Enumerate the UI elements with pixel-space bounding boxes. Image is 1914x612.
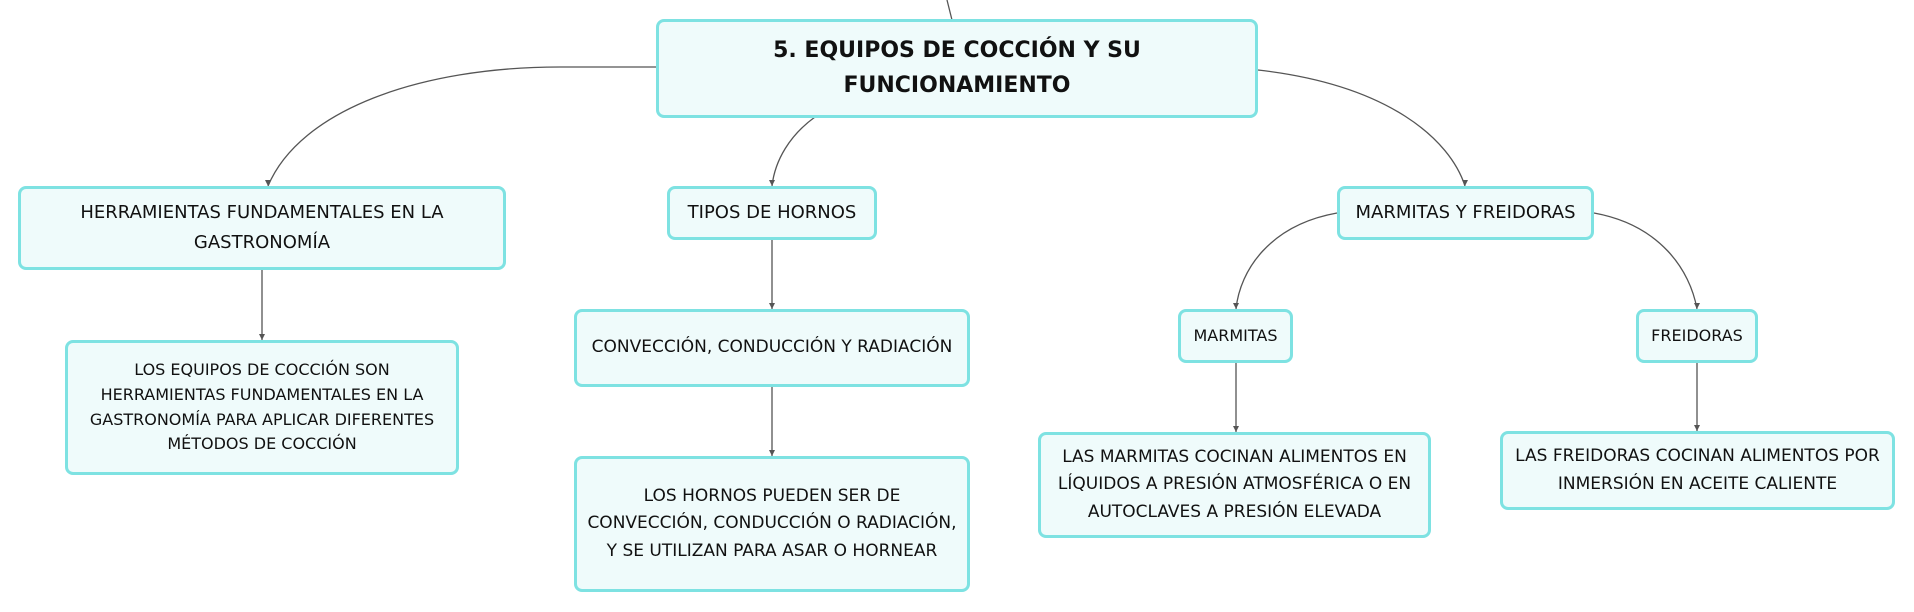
subtopic-marmitas-label: MARMITAS [1193, 325, 1278, 345]
subtopic-conveccion[interactable]: CONVECCIÓN, CONDUCCIÓN Y RADIACIÓN [574, 309, 970, 387]
topic-herramientas-label: HERRAMIENTAS FUNDAMENTALES EN LA GASTRON… [80, 202, 444, 253]
subtopic-hornos-detail-label: LOS HORNOS PUEDEN SER DE CONVECCIÓN, CON… [587, 486, 957, 561]
subtopic-marmitas-detail[interactable]: LAS MARMITAS COCINAN ALIMENTOS EN LÍQUID… [1038, 432, 1431, 538]
subtopic-marmitas-detail-label: LAS MARMITAS COCINAN ALIMENTOS EN LÍQUID… [1057, 447, 1412, 522]
topic-marmitas-y-freidoras[interactable]: MARMITAS Y FREIDORAS [1337, 186, 1594, 240]
root-topic[interactable]: 5. EQUIPOS DE COCCIÓN Y SU FUNCIONAMIENT… [656, 19, 1258, 118]
topic-herramientas[interactable]: HERRAMIENTAS FUNDAMENTALES EN LA GASTRON… [18, 186, 506, 270]
subtopic-marmitas[interactable]: MARMITAS [1178, 309, 1293, 363]
subtopic-freidoras-detail[interactable]: LAS FREIDORAS COCINAN ALIMENTOS POR INME… [1500, 431, 1895, 510]
subtopic-freidoras-label: FREIDORAS [1651, 325, 1743, 345]
subtopic-conveccion-label: CONVECCIÓN, CONDUCCIÓN Y RADIACIÓN [591, 337, 953, 358]
topic-tipos-de-hornos-label: TIPOS DE HORNOS [687, 202, 857, 224]
root-topic-label: 5. EQUIPOS DE COCCIÓN Y SU FUNCIONAMIENT… [773, 38, 1141, 98]
subtopic-freidoras-detail-label: LAS FREIDORAS COCINAN ALIMENTOS POR INME… [1515, 446, 1880, 494]
subtopic-freidoras[interactable]: FREIDORAS [1636, 309, 1758, 363]
topic-marmitas-y-freidoras-label: MARMITAS Y FREIDORAS [1355, 202, 1576, 224]
subtopic-herramientas-detail-label: LOS EQUIPOS DE COCCIÓN SON HERRAMIENTAS … [89, 359, 435, 454]
subtopic-hornos-detail[interactable]: LOS HORNOS PUEDEN SER DE CONVECCIÓN, CON… [574, 456, 970, 592]
subtopic-herramientas-detail[interactable]: LOS EQUIPOS DE COCCIÓN SON HERRAMIENTAS … [65, 340, 459, 475]
topic-tipos-de-hornos[interactable]: TIPOS DE HORNOS [667, 186, 877, 240]
